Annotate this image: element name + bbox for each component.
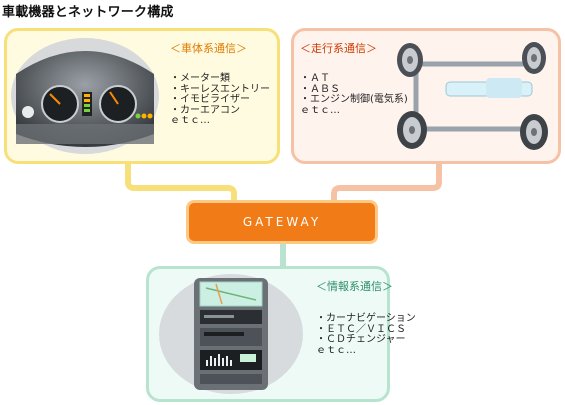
wheel-icon [397, 43, 423, 77]
list-item: ・カーエアコン [170, 104, 240, 116]
info-network-list: ・カーナビゲーション ・ＥＴＣ／ＶＩＣＳ ・ＣＤチェンジャー ｅｔｃ… [316, 313, 416, 356]
wheel-icon [397, 111, 427, 149]
body-network-list: ・メーター類 ・キーレスエントリー ・イモビライザー ・カーエアコン ｅｔｃ… [170, 73, 270, 127]
list-item: ・ＡＴ [300, 73, 330, 84]
list-item: ・カーナビゲーション [316, 313, 416, 324]
info-network-heading: ＜情報系通信＞ [316, 280, 393, 293]
list-item: ・ＡＢＳ [300, 83, 340, 95]
list-item: ・エンジン制御(電気系) [300, 94, 408, 105]
list-item: ・メーター類 [170, 73, 230, 84]
dashboard-meter-illustration [11, 38, 159, 154]
list-item: ｅｔｃ… [316, 344, 356, 356]
gateway-node: GATEWAY [186, 200, 378, 244]
drive-network-heading: ＜走行系通信＞ [300, 42, 377, 55]
drive-network-list: ・ＡＴ ・ＡＢＳ ・エンジン制御(電気系) ｅｔｃ… [300, 73, 408, 116]
wheel-icon [520, 114, 548, 150]
body-network-heading: ＜車体系通信＞ [170, 42, 247, 55]
list-item: ・ＣＤチェンジャー [316, 334, 406, 345]
list-item: ｅｔｃ… [170, 115, 210, 126]
connector-body-gateway [125, 163, 237, 201]
car-navigation-illustration [159, 274, 303, 394]
list-item: ｅｔｃ… [300, 104, 340, 116]
wheel-icon [522, 42, 546, 74]
page-title: 車載機器とネットワーク構成 [2, 5, 174, 20]
list-item: ・イモビライザー [170, 94, 250, 105]
chassis-wheels-illustration [397, 42, 548, 150]
list-item: ・ＥＴＣ／ＶＩＣＳ [316, 323, 406, 335]
list-item: ・キーレスエントリー [170, 83, 270, 95]
drive-network-box [291, 28, 561, 164]
connector-drive-gateway [331, 163, 442, 201]
